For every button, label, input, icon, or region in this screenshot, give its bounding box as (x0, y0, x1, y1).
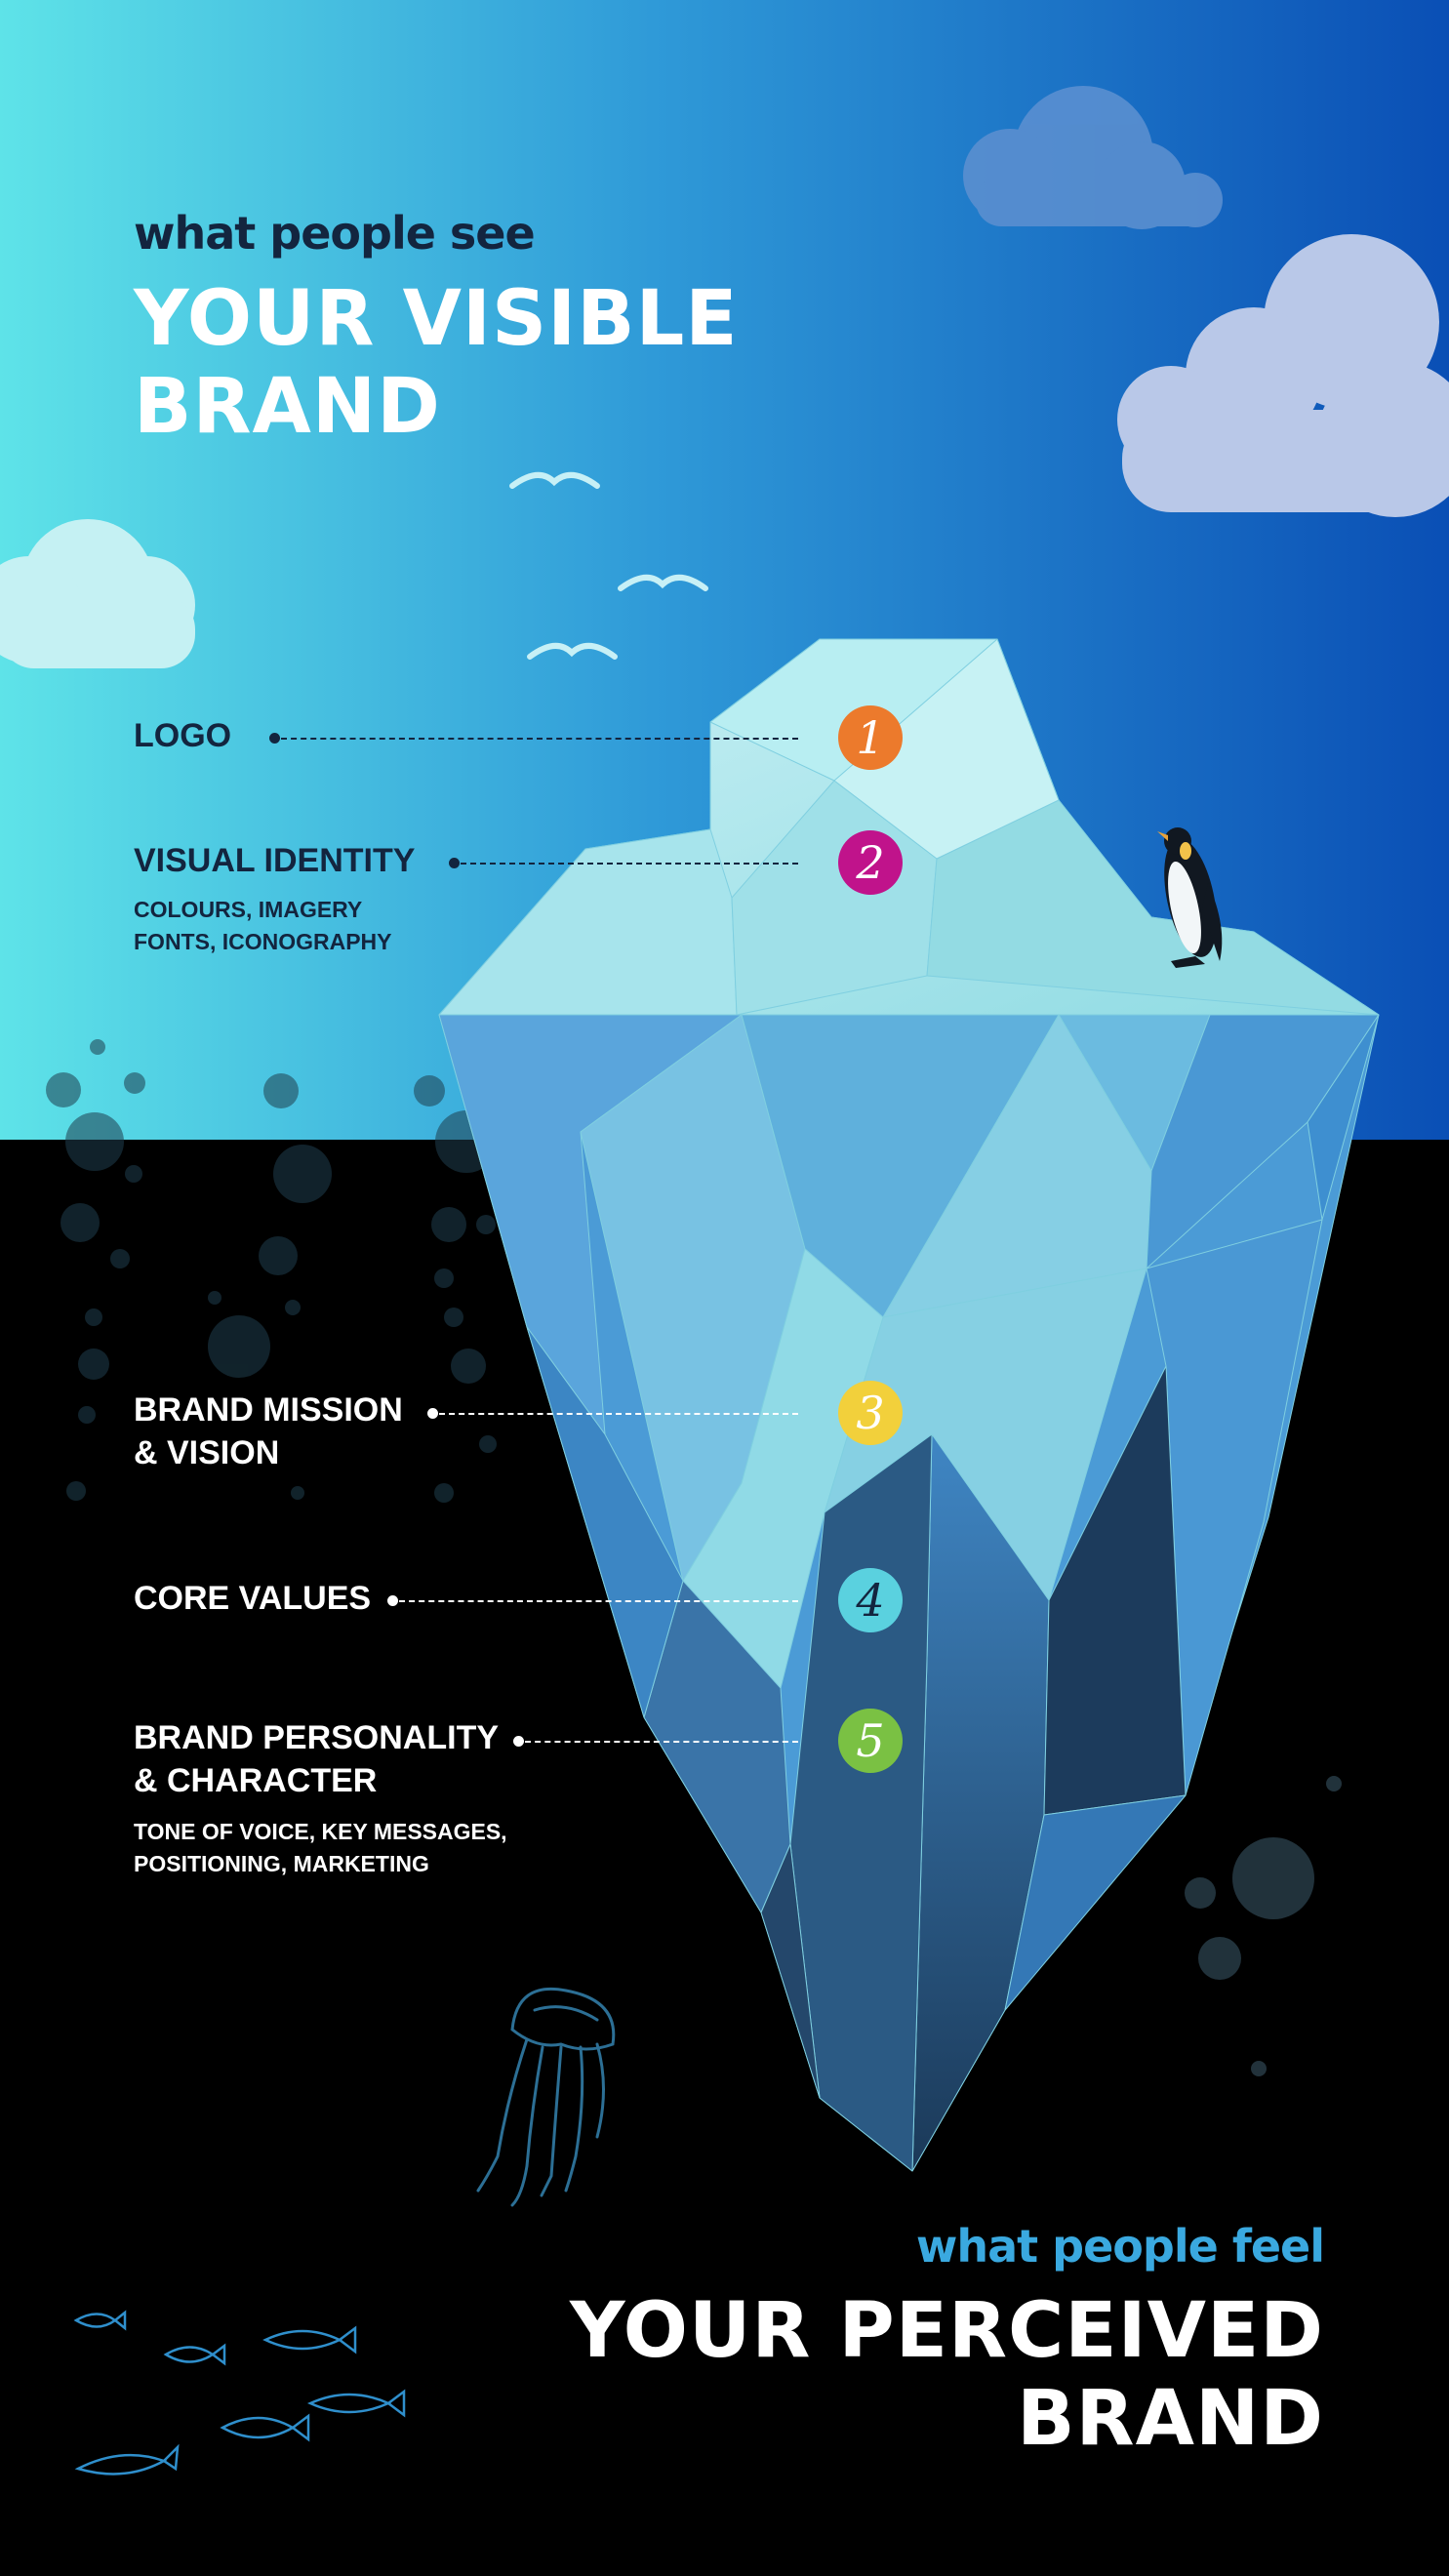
leader-dot (449, 858, 460, 868)
leader-line (461, 863, 798, 865)
perceived-brand-title-line1: YOUR PERCEIVED (569, 2287, 1324, 2375)
penguin-icon (1157, 827, 1223, 968)
item-visual-identity-detail-line1: COLOURS, IMAGERY (134, 897, 363, 922)
leader-dot (387, 1595, 398, 1606)
jellyfish-icon (476, 1987, 616, 2207)
item-brand-personality-label-line1: BRAND PERSONALITY (134, 1719, 500, 1756)
item-logo-label: LOGO (134, 717, 232, 754)
item-brand-personality-detail-line2: POSITIONING, MARKETING (134, 1851, 429, 1876)
bird-icon (509, 472, 708, 660)
item-core-values-label: CORE VALUES (134, 1580, 372, 1617)
number-badge-3: 3 (838, 1381, 903, 1445)
cloud-icon (963, 86, 1223, 229)
leader-line (281, 738, 798, 740)
item-visual-identity-label: VISUAL IDENTITY (134, 842, 416, 879)
number-badge-5: 5 (838, 1709, 903, 1773)
fish-icon (73, 2310, 406, 2475)
number-badge-2: 2 (838, 830, 903, 895)
item-visual-identity-detail-line2: FONTS, ICONOGRAPHY (134, 929, 392, 954)
item-brand-mission-label-line1: BRAND MISSION (134, 1391, 403, 1429)
visible-brand-title-line2: BRAND (134, 363, 441, 451)
item-brand-personality-label-line2: & CHARACTER (134, 1762, 378, 1799)
cloud-icon (1117, 234, 1449, 517)
cloud-icon (0, 519, 195, 668)
leader-dot (513, 1736, 524, 1747)
leader-line (525, 1741, 798, 1743)
leader-line (439, 1413, 798, 1415)
iceberg (438, 638, 1380, 2172)
item-brand-personality-detail-line1: TONE OF VOICE, KEY MESSAGES, (134, 1819, 507, 1844)
perceived-brand-title-line2: BRAND (1017, 2375, 1324, 2463)
perceived-brand-kicker: what people feel (915, 2220, 1325, 2273)
leader-dot (427, 1408, 438, 1419)
number-badge-1: 1 (838, 705, 903, 770)
leader-line (399, 1600, 798, 1602)
bubbles-decoration (1185, 1776, 1342, 2076)
item-brand-mission-label-line2: & VISION (134, 1434, 280, 1471)
leader-dot (269, 733, 280, 744)
number-badge-4: 4 (838, 1568, 903, 1632)
visible-brand-title-line1: YOUR VISIBLE (134, 275, 739, 363)
visible-brand-kicker: what people see (134, 207, 536, 260)
